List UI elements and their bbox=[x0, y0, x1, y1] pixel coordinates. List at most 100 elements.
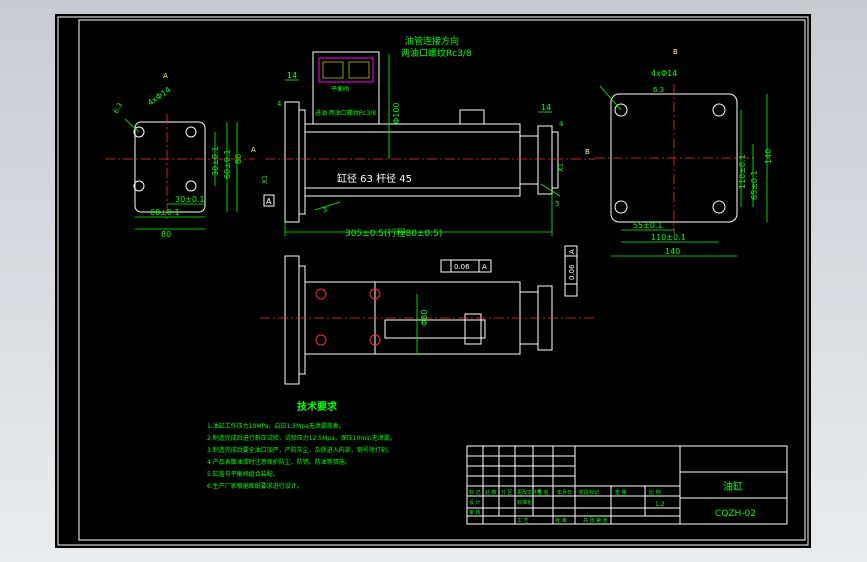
drawing-number: CQZH-02 bbox=[715, 509, 756, 519]
plan-hole bbox=[315, 288, 327, 300]
leader bbox=[124, 118, 140, 133]
b-110v-dim: 110±0.1 bbox=[738, 154, 747, 189]
b-110h-dim: 110±0.1 bbox=[651, 233, 686, 242]
hole bbox=[185, 180, 197, 192]
technical-notes: 技术要求 1.油缸工作压力10MPa，启压1.5Mpa无泄漏现象。 2.制造完成… bbox=[207, 400, 396, 490]
a-60h-dim: 60±0.1 bbox=[150, 208, 180, 217]
leader bbox=[314, 201, 341, 211]
title-block-frame bbox=[466, 445, 788, 525]
view-b: B 4xΦ14 6.3 110±0.1 65±0.1 140 55±0.1 11… bbox=[595, 48, 773, 257]
flatness-value: 0.06 bbox=[454, 263, 470, 271]
rod-end bbox=[519, 135, 539, 185]
x1-b: X1 bbox=[557, 163, 565, 172]
title-block: 标 记 处 数 分 区 更改文件号 签 名 年月日 设 计 标准化 阶段标记 重… bbox=[466, 445, 788, 525]
hole bbox=[712, 103, 726, 117]
right-flange bbox=[537, 125, 553, 195]
small-4b: 4 bbox=[559, 120, 564, 128]
perp-ref: A bbox=[568, 249, 576, 254]
front-view: A B 平衡阀 进油 两油口螺纹Rc3/8 Φ100 油管连接方向 两油口螺纹R… bbox=[251, 35, 595, 239]
drawing-canvas: A 4xΦ14 6.3 30±0.1 60±0.1 80 30±0.1 60±0… bbox=[57, 16, 809, 546]
holes-a-dim: 4xΦ14 bbox=[146, 85, 173, 107]
rough-b: 6.3 bbox=[653, 86, 664, 94]
tb-scale: 1:2 bbox=[655, 501, 665, 508]
tb-review: 审 核 bbox=[469, 509, 481, 516]
tb-standard: 标准化 bbox=[517, 499, 532, 506]
tb-row-label: 标 记 bbox=[469, 489, 481, 496]
valve-symbol-right bbox=[348, 61, 370, 79]
b-55h-dim: 55±0.1 bbox=[633, 221, 663, 230]
valve-symbol bbox=[318, 57, 374, 83]
leader bbox=[599, 85, 622, 111]
leader bbox=[540, 183, 561, 197]
view-b-label: B bbox=[673, 48, 678, 56]
notes-title: 技术要求 bbox=[297, 400, 338, 413]
holes-b-dim: 4xΦ14 bbox=[651, 69, 677, 78]
note-item: 1.油缸工作压力10MPa，启压1.5Mpa无泄漏现象。 bbox=[207, 422, 345, 430]
a-80h-dim: 80 bbox=[161, 230, 171, 239]
tb-design: 设 计 bbox=[469, 499, 481, 506]
small-5a: 5 bbox=[323, 206, 327, 214]
length-dim: 305±0.5(行程80±0.5) bbox=[345, 227, 442, 239]
thk-right: 14 bbox=[541, 103, 551, 112]
flatness-ref: A bbox=[482, 263, 487, 271]
valve-symbol-left bbox=[322, 61, 344, 79]
view-a-flange bbox=[134, 121, 206, 213]
hole bbox=[185, 126, 197, 138]
tb-stage: 阶段标记 bbox=[579, 489, 599, 496]
note-item: 5.缸盖与平衡阀组合装配。 bbox=[207, 470, 279, 478]
plan-rod bbox=[384, 319, 486, 339]
tb-row-label: 年月日 bbox=[557, 489, 572, 496]
left-flange-step bbox=[298, 109, 306, 215]
tb-row-label: 分 区 bbox=[501, 489, 513, 496]
a-80-dim: 80 bbox=[234, 154, 243, 164]
view-a: A 4xΦ14 6.3 30±0.1 60±0.1 80 30±0.1 60±0… bbox=[105, 72, 255, 239]
tb-row-label: 更改文件号 bbox=[517, 489, 542, 496]
bore-label: 缸径 63 杆径 45 bbox=[337, 172, 412, 185]
port-thread-label: 进油 两油口螺纹Rc3/8 bbox=[315, 109, 376, 117]
datum-box bbox=[263, 194, 275, 207]
b-140v-dim: 140 bbox=[764, 149, 773, 164]
valve-name: 平衡阀 bbox=[331, 85, 349, 93]
a-30h-dim: 30±0.1 bbox=[175, 195, 205, 204]
drawing-name: 油缸 bbox=[723, 480, 743, 493]
plan-hole bbox=[315, 334, 327, 346]
tb-process: 工 艺 bbox=[517, 518, 529, 524]
oil-port bbox=[459, 109, 485, 125]
plan-view: Φ80 0.06 A 0.06 A bbox=[260, 245, 595, 385]
valve-block bbox=[312, 51, 380, 125]
plan-hole bbox=[369, 288, 381, 300]
thk-left: 14 bbox=[287, 71, 297, 80]
view-a-label: A bbox=[163, 72, 168, 80]
tb-scale-label: 比 例 bbox=[649, 489, 661, 496]
section-a-mark: A bbox=[251, 146, 256, 154]
hole bbox=[614, 200, 628, 214]
tb-row-label: 签 名 bbox=[537, 489, 549, 496]
b-65v-dim: 65±0.1 bbox=[750, 170, 759, 200]
rough-a: 6.3 bbox=[112, 101, 124, 115]
small-5b: 5 bbox=[555, 200, 559, 208]
hole bbox=[712, 200, 726, 214]
tb-row-label: 处 数 bbox=[485, 489, 497, 496]
a-30-dim: 30±0.1 bbox=[211, 146, 220, 176]
outer-border bbox=[57, 16, 809, 546]
perp-frame bbox=[564, 245, 578, 297]
hole bbox=[133, 180, 145, 192]
flatness-frame bbox=[440, 259, 492, 273]
tb-weight: 重 量 bbox=[615, 489, 627, 496]
note-item: 6.生产厂家根据图纸要求进行设计。 bbox=[207, 482, 303, 490]
drawing-sheet: A 4xΦ14 6.3 30±0.1 60±0.1 80 30±0.1 60±0… bbox=[55, 14, 811, 548]
b-140h-dim: 140 bbox=[665, 247, 680, 256]
cylinder-body bbox=[304, 123, 521, 197]
tb-approve: 批 准 bbox=[555, 517, 567, 524]
hole bbox=[133, 126, 145, 138]
section-b-mark: B bbox=[585, 148, 590, 156]
tb-sheets: 共 张 第 张 bbox=[583, 517, 608, 524]
small-4a: 4 bbox=[277, 100, 282, 108]
note-item: 3.制造完成后要全油口加严，严防灰尘、杂质进入内部，钢号须打刻。 bbox=[207, 446, 393, 454]
plan-port bbox=[464, 313, 482, 345]
phi100-dim: Φ100 bbox=[392, 102, 401, 124]
left-flange bbox=[284, 101, 300, 223]
right-flange-step bbox=[551, 131, 559, 189]
plan-left-step bbox=[298, 265, 306, 375]
